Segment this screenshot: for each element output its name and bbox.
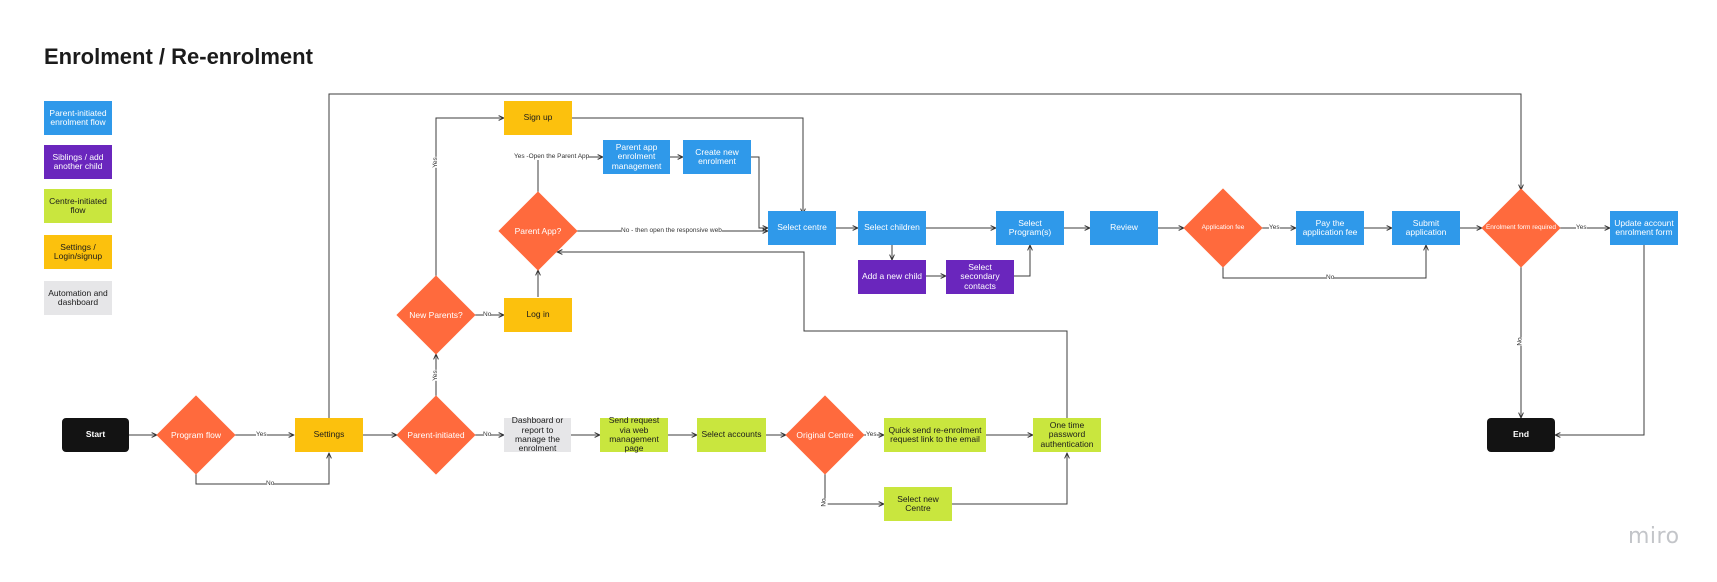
select-accounts-label: Select accounts — [701, 429, 762, 440]
original-centre-label: Original Centre — [796, 429, 854, 440]
create-new-enrolment-label: Create new enrolment — [695, 146, 739, 166]
parent-app-enrolment-management-node[interactable]: Parent app enrolment management — [603, 140, 670, 174]
select-programs-label: Select Program(s) — [1008, 217, 1052, 237]
settings-label: Settings — [313, 429, 345, 440]
send-request-label: Send request via web management page — [608, 415, 660, 454]
one-time-password-node[interactable]: One time password authentication — [1033, 418, 1101, 452]
legend-siblings: Siblings / add another child — [44, 145, 112, 179]
edge-label-app-fee-no: No — [1326, 274, 1335, 281]
legend-automation: Automation and dashboard — [44, 281, 112, 315]
legend-label: Centre-initiated flow — [49, 195, 107, 215]
pay-application-fee-label: Pay the application fee — [1302, 217, 1358, 237]
legend-label: Parent-initiated enrolment flow — [49, 107, 107, 127]
parent-app-label: Parent App? — [514, 225, 562, 236]
add-new-child-node[interactable]: Add a new child — [858, 260, 926, 294]
miro-logo-icon: miro — [1628, 524, 1680, 549]
legend-centre-initiated: Centre-initiated flow — [44, 189, 112, 223]
log-in-label: Log in — [526, 309, 550, 320]
send-request-node[interactable]: Send request via web management page — [600, 415, 668, 454]
edge-label-new-parents-yes: Yes — [431, 157, 439, 168]
start-node[interactable]: Start — [62, 418, 129, 452]
log-in-node[interactable]: Log in — [504, 298, 572, 332]
select-secondary-contacts-label: Select secondary contacts — [960, 261, 1000, 291]
parent-app-enrolment-management-label: Parent app enrolment management — [611, 141, 662, 171]
edge-label-parent-initiated-yes: Yes — [431, 370, 439, 381]
quick-send-node[interactable]: Quick send re-enrolment request link to … — [884, 418, 986, 452]
edge-label-app-fee-yes: Yes — [1269, 224, 1280, 231]
edge-label-parent-app-no: No - then open the responsive web — [621, 227, 722, 234]
edge-label-parent-app-yes: Yes -Open the Parent App — [514, 153, 590, 160]
edge-label-enrol-form-yes: Yes — [1576, 224, 1587, 231]
edge-label-new-parents-no: No — [483, 311, 492, 318]
end-node[interactable]: End — [1487, 418, 1555, 452]
select-centre-node[interactable]: Select centre — [768, 211, 836, 245]
new-parents-label: New Parents? — [409, 309, 463, 320]
review-node[interactable]: Review — [1090, 211, 1158, 245]
parent-initiated-label: Parent-initiated — [407, 429, 465, 440]
legend-parent-initiated: Parent-initiated enrolment flow — [44, 101, 112, 135]
update-account-enrolment-form-node[interactable]: Update account enrolment form — [1610, 211, 1678, 245]
submit-application-label: Submit application — [1405, 217, 1447, 237]
enrolment-form-required-label: Enrolment form required — [1485, 223, 1557, 231]
application-fee-label: Application fee — [1201, 223, 1245, 231]
select-children-node[interactable]: Select children — [858, 211, 926, 245]
edge-label-program-no: No — [266, 480, 275, 487]
program-flow-label: Program flow — [170, 429, 222, 440]
legend-label: Settings / Login/signup — [53, 241, 103, 261]
edge-label-orig-centre-no: No — [820, 498, 828, 507]
end-label: End — [1512, 429, 1530, 440]
dashboard-report-node[interactable]: Dashboard or report to manage the enrolm… — [504, 415, 571, 454]
review-label: Review — [1110, 222, 1138, 233]
legend-settings-login: Settings / Login/signup — [44, 235, 112, 269]
legend-label: Siblings / add another child — [52, 151, 104, 171]
quick-send-label: Quick send re-enrolment request link to … — [888, 424, 982, 444]
select-new-centre-node[interactable]: Select new Centre — [884, 487, 952, 521]
add-new-child-label: Add a new child — [861, 271, 922, 282]
select-centre-label: Select centre — [777, 222, 827, 233]
one-time-password-label: One time password authentication — [1040, 419, 1094, 449]
edge-label-program-yes: Yes — [256, 431, 267, 438]
select-new-centre-label: Select new Centre — [897, 493, 939, 513]
legend-label: Automation and dashboard — [48, 287, 108, 307]
select-secondary-contacts-node[interactable]: Select secondary contacts — [946, 260, 1014, 294]
settings-node[interactable]: Settings — [295, 418, 363, 452]
edge-label-parent-initiated-no: No — [483, 431, 492, 438]
select-programs-node[interactable]: Select Program(s) — [996, 211, 1064, 245]
create-new-enrolment-node[interactable]: Create new enrolment — [683, 140, 751, 174]
select-children-label: Select children — [864, 222, 920, 233]
dashboard-report-label: Dashboard or report to manage the enrolm… — [511, 415, 564, 454]
edge-label-enrol-form-no: No — [1516, 337, 1524, 346]
start-label: Start — [85, 429, 106, 440]
select-accounts-node[interactable]: Select accounts — [697, 418, 766, 452]
sign-up-label: Sign up — [523, 112, 553, 123]
edge-label-orig-centre-yes: Yes — [866, 431, 877, 438]
pay-application-fee-node[interactable]: Pay the application fee — [1296, 211, 1364, 245]
sign-up-node[interactable]: Sign up — [504, 101, 572, 135]
page-title: Enrolment / Re-enrolment — [44, 44, 313, 69]
submit-application-node[interactable]: Submit application — [1392, 211, 1460, 245]
update-account-label: Update account enrolment form — [1614, 217, 1674, 237]
